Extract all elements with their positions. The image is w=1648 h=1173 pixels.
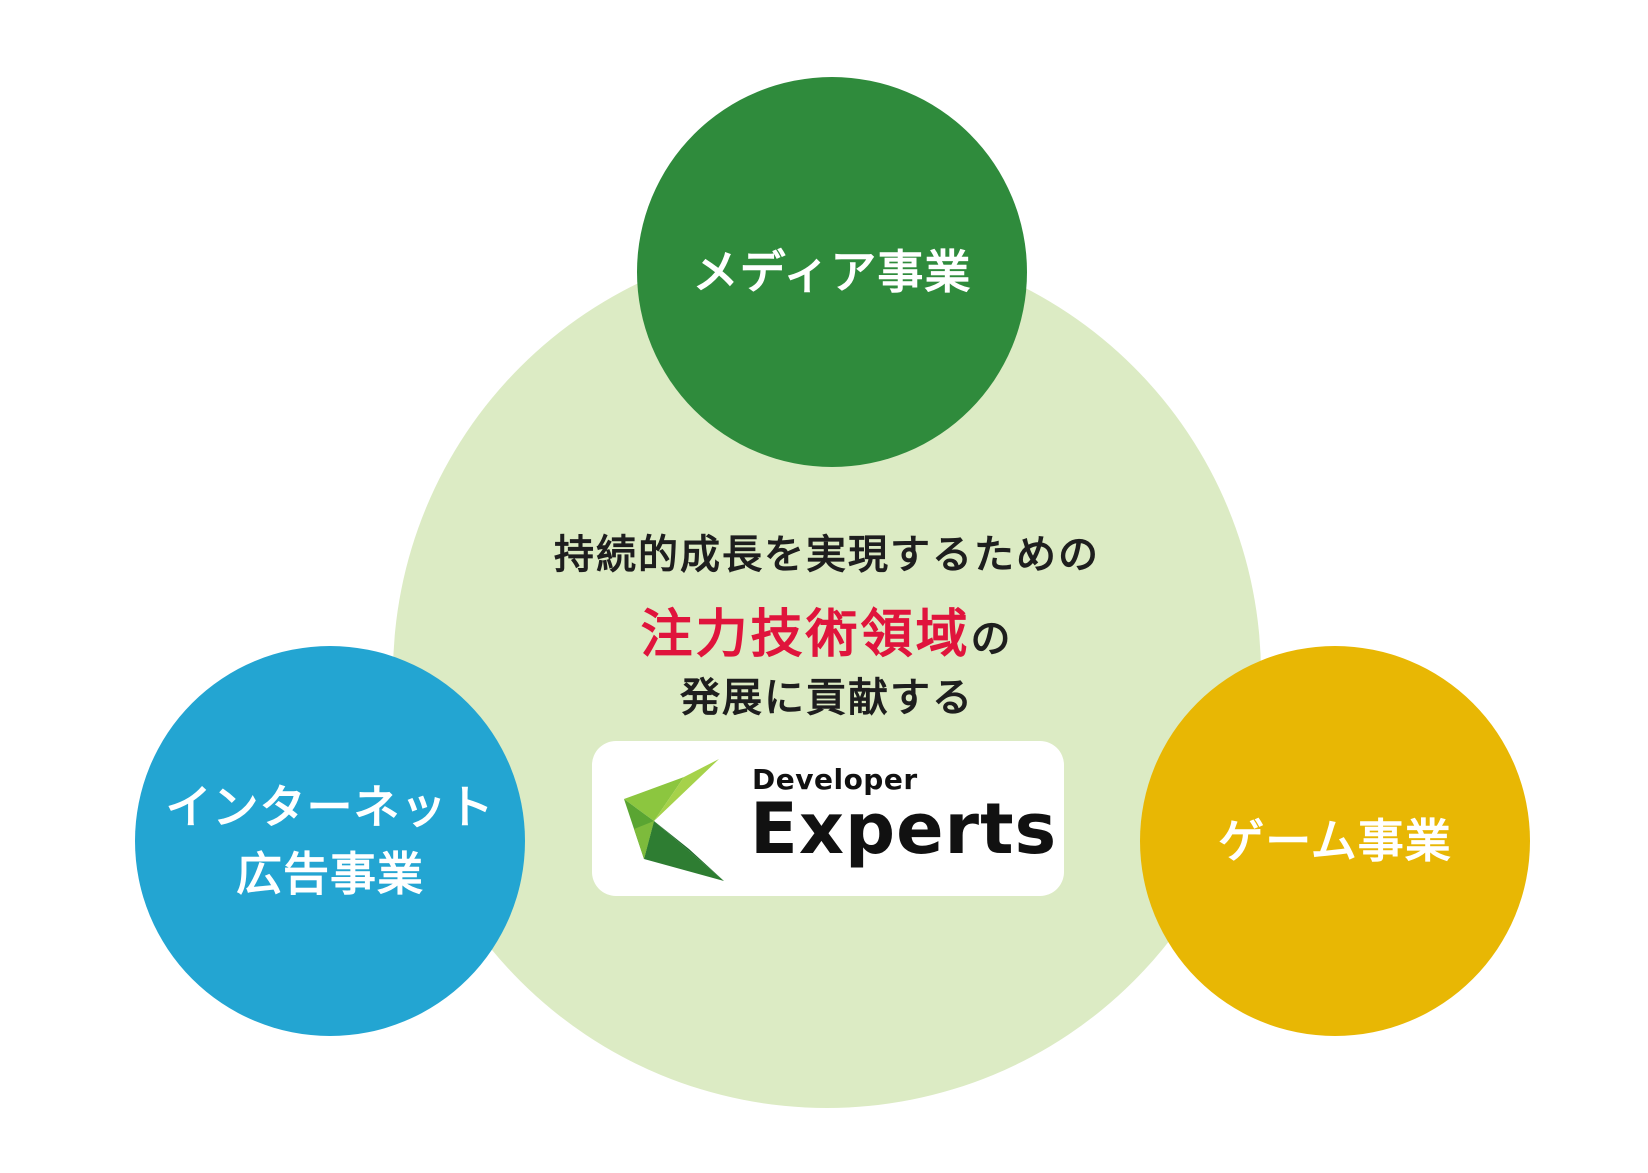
center-text-line1: 持続的成長を実現するための [554,532,1100,578]
media-business-label: メディア事業 [692,244,972,299]
game-business-label: ゲーム事業 [1218,813,1452,868]
logo-experts-text: Experts [750,788,1058,870]
game-business-circle: ゲーム事業 [1140,646,1530,1036]
internet-ad-label-line1: インターネット [165,780,495,835]
green-chevron-logo-icon [624,759,724,881]
center-text-line2-suffix: の [970,616,1014,662]
media-business-circle: メディア事業 [637,77,1027,467]
internet-ad-label-line2: 広告事業 [236,847,424,901]
internet-ad-business-circle: インターネット 広告事業 [135,646,525,1036]
developer-experts-logo-card: Developer Experts [592,741,1064,896]
center-text-line2: 注力技術領域の [430,592,1224,667]
focus-tech-area-highlight: 注力技術領域 [640,605,971,665]
logo-developer-text: Developer [752,763,918,796]
center-text-line3: 発展に貢献する [680,675,974,721]
